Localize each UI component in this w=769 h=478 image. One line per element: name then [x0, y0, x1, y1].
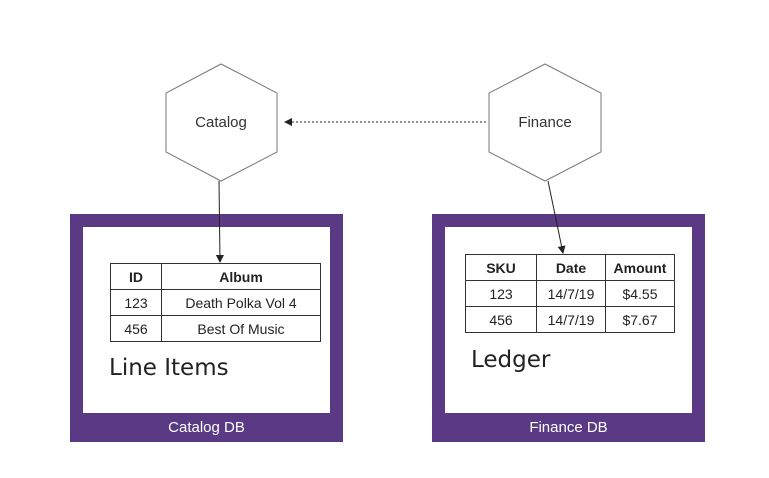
cell-id: 456 — [110, 315, 162, 342]
cell-id: 123 — [110, 289, 162, 316]
line-items-title: Line Items — [109, 355, 229, 381]
cell-date: 14/7/19 — [536, 306, 606, 333]
column-header-date: Date — [536, 254, 606, 281]
cell-album: Best Of Music — [161, 315, 321, 342]
table-header-row: SKU Date Amount — [465, 254, 675, 281]
table-row: 123 14/7/19 $4.55 — [465, 280, 675, 307]
line-items-table: ID Album 123 Death Polka Vol 4 456 Best … — [110, 263, 321, 342]
column-header-album: Album — [161, 263, 321, 290]
table-row: 456 Best Of Music — [110, 315, 321, 342]
column-header-id: ID — [110, 263, 162, 290]
finance-db: SKU Date Amount 123 14/7/19 $4.55 456 14… — [432, 214, 705, 442]
finance-db-content: SKU Date Amount 123 14/7/19 $4.55 456 14… — [445, 227, 692, 413]
cell-amount: $7.67 — [605, 306, 675, 333]
cell-amount: $4.55 — [605, 280, 675, 307]
finance-db-caption: Finance DB — [529, 419, 608, 436]
column-header-amount: Amount — [605, 254, 675, 281]
cell-sku: 456 — [465, 306, 537, 333]
column-header-sku: SKU — [465, 254, 537, 281]
ledger-table: SKU Date Amount 123 14/7/19 $4.55 456 14… — [465, 254, 675, 333]
cell-date: 14/7/19 — [536, 280, 606, 307]
cell-sku: 123 — [465, 280, 537, 307]
table-row: 456 14/7/19 $7.67 — [465, 306, 675, 333]
table-header-row: ID Album — [110, 263, 321, 290]
catalog-db: ID Album 123 Death Polka Vol 4 456 Best … — [70, 214, 343, 442]
catalog-db-caption: Catalog DB — [168, 419, 245, 436]
cell-album: Death Polka Vol 4 — [161, 289, 321, 316]
table-row: 123 Death Polka Vol 4 — [110, 289, 321, 316]
catalog-service-label: Catalog — [195, 114, 247, 131]
catalog-db-content: ID Album 123 Death Polka Vol 4 456 Best … — [83, 227, 330, 413]
finance-service-label: Finance — [518, 114, 572, 131]
ledger-title: Ledger — [471, 347, 551, 373]
